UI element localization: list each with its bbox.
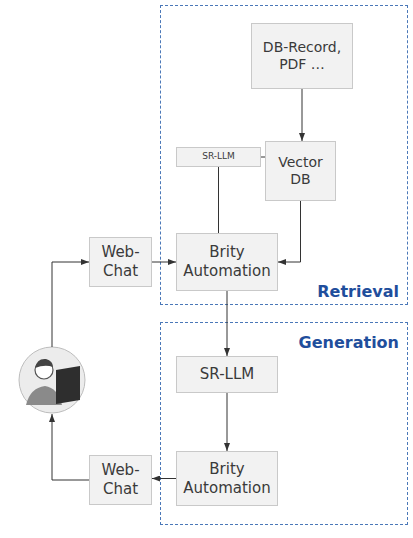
box-label: Brity Automation bbox=[177, 460, 277, 498]
input-wire bbox=[52, 262, 89, 347]
laptop-screen bbox=[56, 366, 80, 404]
box-label: DB-Record, PDF … bbox=[252, 39, 352, 74]
automation-box: Brity Automation bbox=[176, 451, 278, 506]
web-chat-box: Web-Chat bbox=[89, 237, 152, 287]
generation-group: GenerationSR-LLM Brity Automation bbox=[160, 322, 408, 525]
flow-connector bbox=[278, 201, 301, 262]
box-label: SR-LLM bbox=[196, 365, 258, 384]
vector-db-box: Vector DB bbox=[265, 141, 336, 201]
flow-connector bbox=[261, 157, 265, 158]
flow-connector bbox=[227, 393, 228, 451]
box-label: Web-Chat bbox=[90, 243, 151, 281]
flow-connector bbox=[152, 262, 176, 263]
user-icon bbox=[19, 347, 85, 413]
output-wire bbox=[52, 414, 89, 480]
flow-connector bbox=[302, 89, 303, 141]
flow-connector bbox=[227, 291, 228, 356]
box-label: SR-LLM bbox=[198, 151, 239, 162]
box-label: Web-Chat bbox=[90, 461, 151, 499]
flow-connector bbox=[152, 478, 176, 479]
user-hair bbox=[35, 359, 53, 368]
box-label: Vector DB bbox=[266, 154, 335, 189]
group-label: Generation bbox=[299, 333, 399, 352]
box-label: Brity Automation bbox=[177, 243, 277, 281]
retrieval-group: Retrieval DB-Record, PDF … SR-LLM Vector DB… bbox=[160, 5, 408, 305]
group-label: Retrieval bbox=[317, 282, 399, 301]
web-chat-box: Web-Chat bbox=[89, 455, 152, 505]
llm-box: SR-LLM bbox=[176, 147, 261, 167]
llm-box: SR-LLM bbox=[176, 356, 278, 393]
data-source-box: DB-Record, PDF … bbox=[251, 23, 353, 89]
flow-connector bbox=[218, 167, 219, 233]
user-circle bbox=[19, 347, 85, 413]
automation-box: Brity Automation bbox=[176, 233, 278, 291]
